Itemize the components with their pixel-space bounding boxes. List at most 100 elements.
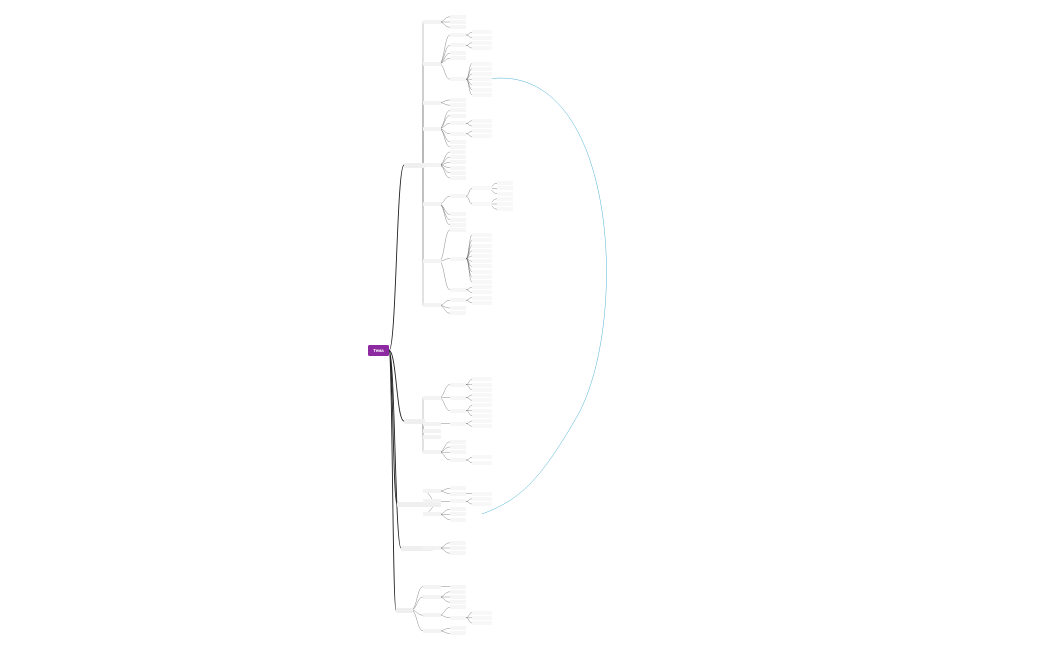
detail-node[interactable] [472,285,493,290]
detail-node[interactable] [472,118,493,123]
detail-node[interactable] [472,398,493,403]
subtopic-node[interactable] [423,163,442,167]
detail-node[interactable] [472,238,493,243]
detail-node[interactable] [450,458,467,462]
subtopic-node[interactable] [423,20,442,24]
detail-node[interactable] [472,621,493,625]
detail-node[interactable] [472,124,493,128]
subtopic-node[interactable] [423,584,442,589]
detail-node[interactable] [450,546,467,550]
detail-node[interactable] [450,98,467,102]
detail-node[interactable] [472,424,493,429]
detail-node[interactable] [450,439,467,444]
main-topic-4[interactable] [401,545,433,551]
subtopic-node[interactable] [423,499,442,504]
detail-node[interactable] [472,403,493,408]
detail-node[interactable] [450,165,467,170]
detail-node[interactable] [450,43,467,48]
detail-node[interactable] [450,445,467,449]
detail-node[interactable] [450,486,467,491]
main-topic-5[interactable] [396,607,413,613]
detail-node[interactable] [450,150,467,154]
subtopic-node[interactable] [423,303,442,308]
detail-node[interactable] [450,298,467,303]
detail-node[interactable] [472,77,493,82]
detail-node[interactable] [450,517,467,522]
detail-node[interactable] [450,551,467,556]
detail-node[interactable] [450,139,467,144]
subtopic-node[interactable] [423,429,442,434]
detail-node[interactable] [472,496,493,501]
detail-node[interactable] [472,202,493,206]
detail-node[interactable] [450,605,467,610]
subtopic-node[interactable] [423,613,442,618]
detail-node[interactable] [450,77,467,82]
detail-node[interactable] [472,134,493,139]
detail-node[interactable] [450,170,467,175]
detail-node[interactable] [450,14,467,19]
detail-node[interactable] [472,377,493,382]
detail-node[interactable] [497,202,514,206]
detail-node[interactable] [472,491,493,496]
detail-node[interactable] [450,421,467,426]
detail-node[interactable] [450,600,467,605]
detail-node[interactable] [450,382,467,387]
subtopic-node[interactable] [423,395,442,400]
detail-node[interactable] [472,35,493,40]
detail-node[interactable] [472,46,493,50]
detail-node[interactable] [450,395,467,400]
detail-node[interactable] [472,248,493,253]
main-topic-2[interactable] [404,418,425,424]
main-topic-1[interactable] [404,162,425,168]
detail-node[interactable] [472,502,493,506]
detail-node[interactable] [450,491,467,496]
detail-node[interactable] [450,51,467,56]
subtopic-node[interactable] [423,628,442,633]
detail-node[interactable] [472,66,493,71]
detail-node[interactable] [472,455,493,460]
subtopic-node[interactable] [423,512,442,517]
detail-node[interactable] [450,228,467,232]
detail-node[interactable] [472,243,493,248]
subtopic-node[interactable] [423,61,442,66]
detail-node[interactable] [497,207,514,212]
detail-node[interactable] [450,217,467,222]
main-topic-3[interactable] [397,501,441,507]
detail-node[interactable] [472,259,493,264]
detail-node[interactable] [450,512,467,517]
detail-node[interactable] [472,615,493,620]
detail-node[interactable] [450,256,467,261]
detail-node[interactable] [472,61,493,66]
detail-node[interactable] [472,300,493,305]
subtopic-node[interactable] [423,546,442,550]
subtopic-node[interactable] [423,421,442,426]
detail-node[interactable] [472,82,493,87]
detail-node[interactable] [472,382,493,387]
subtopic-node[interactable] [423,489,442,493]
detail-node[interactable] [472,290,493,295]
detail-node[interactable] [472,72,493,76]
detail-node[interactable] [450,222,467,227]
detail-node[interactable] [472,393,493,397]
detail-node[interactable] [450,311,467,316]
subtopic-node[interactable] [423,595,442,599]
detail-node[interactable] [450,176,467,180]
detail-node[interactable] [497,186,514,191]
detail-node[interactable] [497,196,514,201]
detail-node[interactable] [450,450,467,455]
detail-node[interactable] [472,254,493,258]
detail-node[interactable] [497,191,514,196]
detail-node[interactable] [472,30,493,35]
detail-node[interactable] [450,306,467,310]
detail-node[interactable] [450,584,467,589]
detail-node[interactable] [450,287,467,292]
detail-node[interactable] [472,610,493,615]
detail-node[interactable] [450,499,467,504]
detail-node[interactable] [450,595,467,599]
central-topic[interactable]: Тема [368,345,389,356]
detail-node[interactable] [450,589,467,594]
detail-node[interactable] [472,280,493,284]
detail-node[interactable] [450,160,467,165]
detail-node[interactable] [450,626,467,631]
